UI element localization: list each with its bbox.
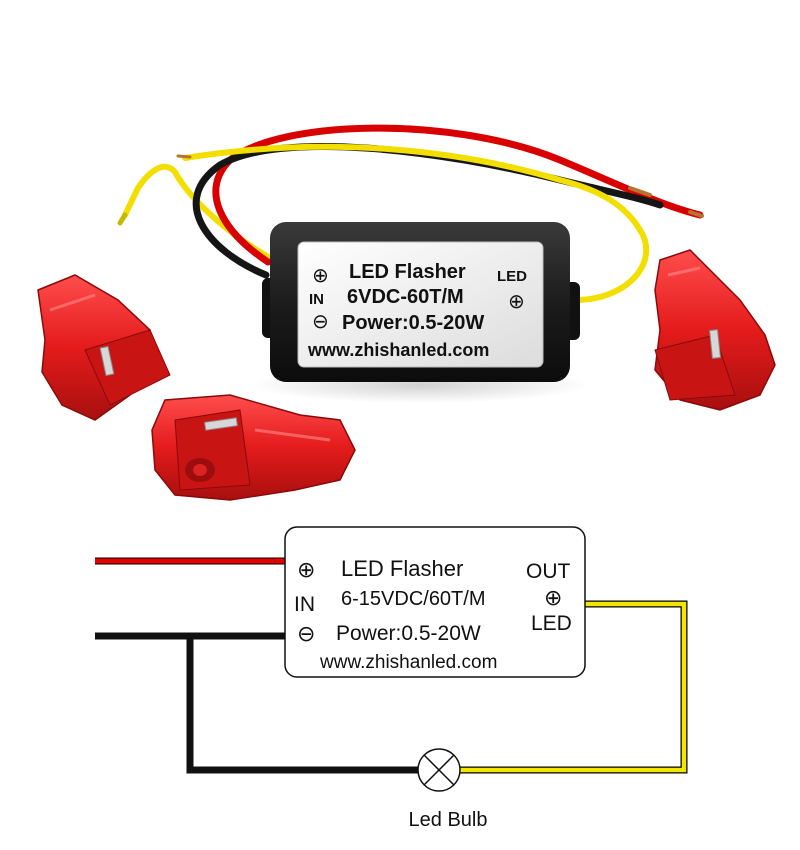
module-label [297, 241, 544, 368]
product-wires [117, 124, 704, 303]
led-bulb-symbol [417, 748, 461, 792]
diagram-led-label: LED [531, 612, 572, 635]
tap-connector-right [654, 249, 776, 411]
diagram-spec: 6-15VDC/60T/M [341, 588, 486, 610]
diagram-in-label: IN [294, 593, 315, 616]
product-photo: ⊕ IN ⊖ LED Flasher 6VDC-60T/M Power:0.5-… [37, 124, 776, 501]
module-plus-symbol: ⊕ [312, 265, 329, 287]
module-in-label: IN [309, 291, 324, 308]
diagram-title: LED Flasher [341, 556, 463, 581]
red-wire-loop [212, 124, 704, 266]
diagram-url: www.zhishanled.com [319, 652, 497, 673]
module-title: LED Flasher [349, 261, 466, 283]
black-ground-wire [95, 632, 418, 774]
module-power: Power:0.5-20W [342, 312, 484, 334]
bulb-label: Led Bulb [409, 809, 488, 831]
flasher-module: ⊕ IN ⊖ LED Flasher 6VDC-60T/M Power:0.5-… [262, 222, 580, 382]
module-led-label: LED [497, 268, 527, 285]
wiring-diagram: ⊕ LED Flasher IN 6-15VDC/60T/M ⊖ Power:0… [95, 526, 688, 831]
diagram-out-label: OUT [526, 560, 571, 583]
module-url: www.zhishanled.com [307, 340, 489, 360]
tap-connector-left [37, 274, 171, 421]
diagram-minus-symbol: ⊖ [297, 621, 315, 646]
module-spec: 6VDC-60T/M [347, 286, 464, 308]
diagram-power: Power:0.5-20W [336, 622, 481, 645]
module-led-plus-symbol: ⊕ [508, 291, 525, 313]
module-minus-symbol: ⊖ [312, 311, 329, 333]
yellow-output-wire [460, 600, 688, 774]
diagram-plus-out-symbol: ⊕ [544, 585, 562, 610]
diagram-plus-in-symbol: ⊕ [297, 557, 315, 582]
yellow-wire-right [182, 143, 650, 303]
tap-connector-center [151, 394, 356, 501]
diagram-flasher-box [284, 526, 586, 678]
